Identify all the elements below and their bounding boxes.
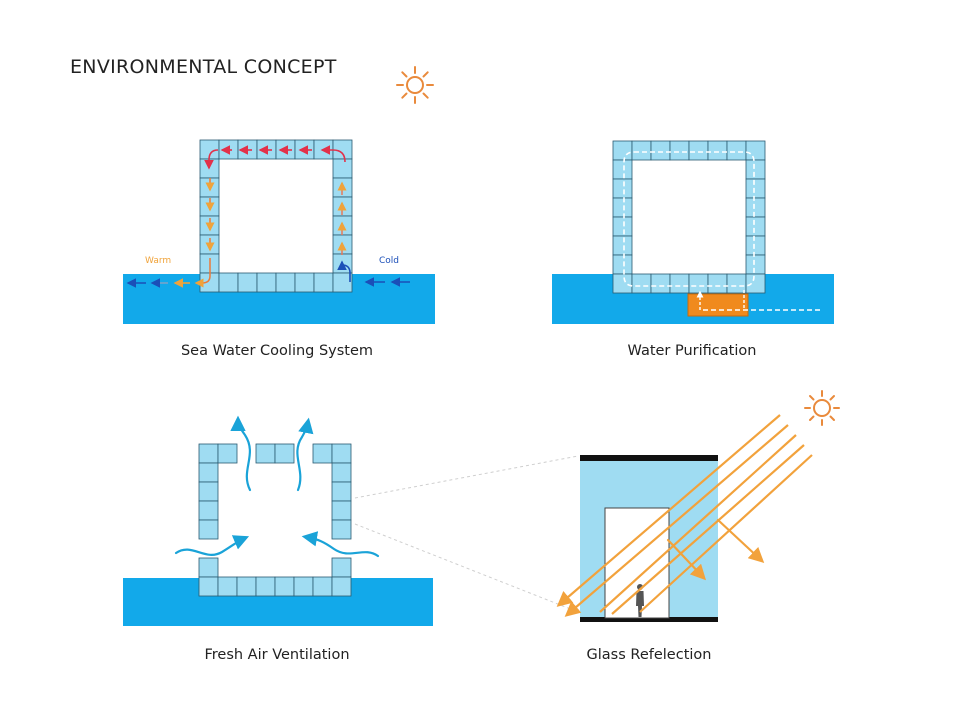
- tile: [331, 481, 352, 502]
- tile: [612, 254, 633, 275]
- tile: [650, 140, 671, 161]
- tile: [198, 462, 219, 483]
- caption-sea-water-cooling: Sea Water Cooling System: [180, 343, 374, 359]
- tile: [631, 273, 652, 294]
- page-title: ENVIRONMENTAL CONCEPT: [70, 56, 337, 78]
- tile: [612, 140, 633, 161]
- tile: [198, 576, 219, 597]
- tile: [612, 197, 633, 218]
- tile: [198, 443, 219, 464]
- tile: [217, 443, 238, 464]
- caption-glass-reflection: Glass Refelection: [586, 647, 712, 663]
- tile: [745, 235, 766, 256]
- reflected-ray: [666, 538, 707, 581]
- tile: [745, 273, 766, 294]
- tile: [331, 557, 352, 578]
- tile: [331, 462, 352, 483]
- tile: [331, 519, 352, 540]
- tile: [198, 500, 219, 521]
- tile: [237, 272, 258, 293]
- sun-icon: [396, 66, 434, 104]
- airflow-arrow: [301, 531, 380, 558]
- tile: [612, 235, 633, 256]
- tile: [313, 272, 334, 293]
- sun-icon: [804, 390, 840, 426]
- building-tiles: [612, 140, 766, 294]
- tile: [293, 576, 314, 597]
- tile: [331, 500, 352, 521]
- tile: [745, 197, 766, 218]
- tile: [707, 273, 728, 294]
- tile: [255, 576, 276, 597]
- building-tiles: [198, 443, 352, 597]
- tile: [198, 557, 219, 578]
- sun-ray: [556, 414, 781, 607]
- tile: [688, 140, 709, 161]
- floor-slab: [580, 617, 718, 622]
- tile: [312, 576, 333, 597]
- airflow-arrow: [174, 535, 250, 556]
- tile: [612, 273, 633, 294]
- tile: [688, 273, 709, 294]
- airflow-arrow: [230, 415, 252, 492]
- tile: [198, 481, 219, 502]
- tile: [275, 272, 296, 293]
- tile: [726, 273, 747, 294]
- tile: [707, 140, 728, 161]
- tile: [217, 576, 238, 597]
- water-purification-panel: [552, 140, 834, 324]
- tile: [745, 178, 766, 199]
- tile: [669, 140, 690, 161]
- tile: [332, 272, 353, 293]
- sun-ray: [599, 434, 797, 613]
- tile: [745, 216, 766, 237]
- tile: [745, 140, 766, 161]
- tile: [745, 254, 766, 275]
- sun-rays: [556, 414, 813, 617]
- tile: [312, 443, 333, 464]
- airflow-arrow: [296, 417, 314, 492]
- filter-unit: [687, 293, 749, 317]
- caption-fresh-air-ventilation: Fresh Air Ventilation: [204, 647, 350, 663]
- tile: [745, 159, 766, 180]
- sun-ray: [564, 424, 789, 617]
- roof-slab: [580, 455, 718, 461]
- caption-water-purification: Water Purification: [627, 343, 757, 359]
- tile: [274, 443, 295, 464]
- tile: [198, 519, 219, 540]
- building-tiles: [199, 139, 353, 293]
- fresh-air-panel: [123, 415, 433, 626]
- tile: [726, 140, 747, 161]
- reflected-ray: [716, 518, 765, 563]
- sea-water-cooling-panel: Warm Cold: [123, 139, 435, 324]
- tile: [331, 576, 352, 597]
- warm-label: Warm: [145, 256, 171, 266]
- cold-label: Cold: [379, 256, 399, 266]
- tile: [612, 159, 633, 180]
- tile: [294, 272, 315, 293]
- tile: [612, 178, 633, 199]
- tile: [612, 216, 633, 237]
- tile: [332, 158, 353, 179]
- water-loop: [623, 151, 755, 287]
- sun-ray: [639, 454, 813, 613]
- tile: [256, 272, 277, 293]
- sun-ray: [611, 444, 805, 615]
- tile: [274, 576, 295, 597]
- tile: [236, 576, 257, 597]
- tile: [669, 273, 690, 294]
- glass-reflection-panel: [556, 390, 840, 622]
- tile: [255, 443, 276, 464]
- tile: [631, 140, 652, 161]
- tile: [218, 272, 239, 293]
- tile: [331, 443, 352, 464]
- tile: [650, 273, 671, 294]
